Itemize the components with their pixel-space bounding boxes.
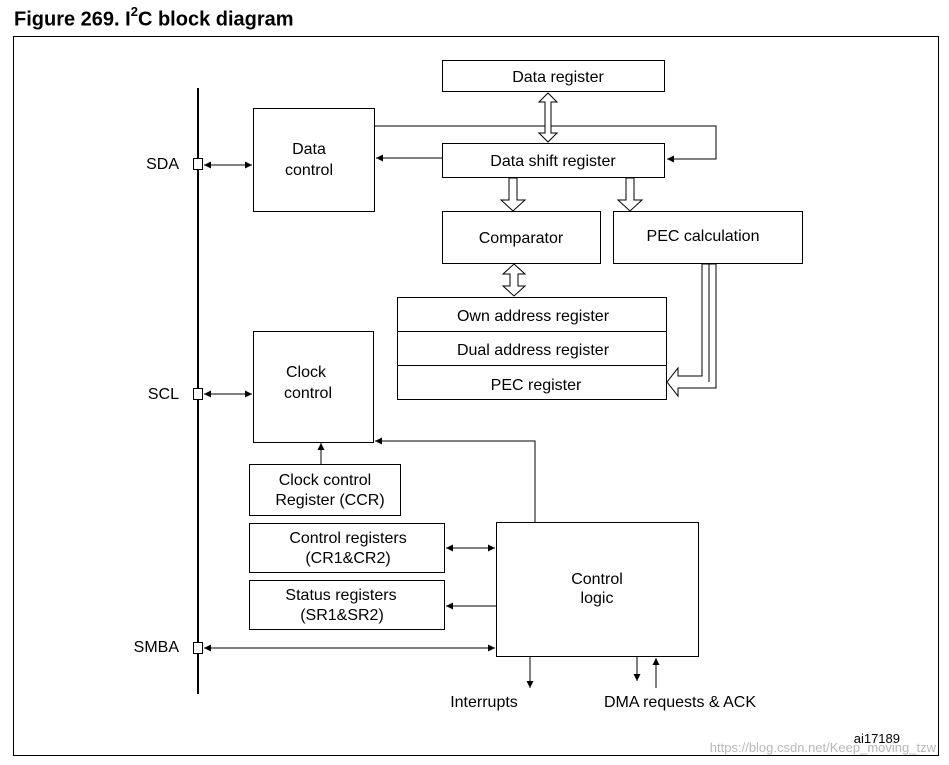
- pec-calculation-box: [613, 211, 803, 264]
- comparator-label: Comparator: [479, 230, 564, 247]
- figure-title: Figure 269. I2C block diagram: [14, 4, 294, 32]
- data-control-label-1: Data: [292, 141, 326, 158]
- data-register-box: [442, 60, 665, 92]
- control-logic-to-clock-control: [375, 437, 536, 522]
- clock-control-label-1: Clock: [286, 364, 327, 381]
- data-register-label: Data register: [512, 69, 604, 86]
- data-shift-register-label: Data shift register: [490, 153, 616, 170]
- control-logic-label-1: Control: [571, 571, 623, 588]
- control-registers-box: [249, 523, 445, 573]
- data-control-label-2: control: [285, 162, 333, 179]
- sda-pin: [193, 158, 203, 170]
- status-registers-label-1: Status registers: [285, 587, 396, 604]
- figure-frame: [13, 36, 939, 756]
- shift-to-comparator-arrow: [499, 177, 527, 212]
- data-shift-register-box: [442, 143, 665, 178]
- pec-register-label: PEC register: [491, 377, 582, 394]
- control-registers-label-2: (CR1&CR2): [305, 550, 390, 567]
- sda-label: SDA: [146, 156, 179, 173]
- title-superscript: 2: [130, 4, 138, 19]
- figure-code: ai17189: [854, 731, 900, 746]
- pec-calculation-label: PEC calculation: [647, 228, 760, 245]
- ccr-box: [249, 464, 401, 516]
- ccr-label-1: Clock control: [279, 472, 371, 489]
- comparator-box: [442, 211, 601, 264]
- status-registers-label-2: (SR1&SR2): [300, 607, 384, 624]
- dual-address-register-label: Dual address register: [457, 342, 610, 359]
- smba-label: SMBA: [134, 639, 180, 656]
- clock-control-box: [253, 331, 374, 443]
- title-post: C block diagram: [137, 8, 294, 31]
- control-registers-label-1: Control registers: [289, 530, 406, 547]
- own-address-register-label: Own address register: [457, 308, 610, 325]
- smba-pin: [193, 642, 203, 654]
- shift-to-pec-calc-arrow: [616, 177, 644, 212]
- pec-register-box: [397, 365, 667, 400]
- control-logic-label-2: logic: [581, 590, 614, 607]
- pec-calc-to-pec-register-arrow: [666, 263, 717, 398]
- figure-number: Figure 269.: [14, 8, 120, 31]
- dma-label: DMA requests & ACK: [604, 694, 756, 711]
- comparator-address-double-arrow: [501, 263, 527, 297]
- scl-label: SCL: [148, 386, 179, 403]
- interrupts-label: Interrupts: [450, 694, 518, 711]
- data-control-box: [253, 108, 375, 212]
- control-logic-box: [496, 522, 699, 657]
- watermark: https://blog.csdn.net/Keep_moving_tzw: [710, 740, 937, 755]
- dual-address-register-box: [397, 331, 667, 366]
- title-pre: I: [125, 8, 131, 31]
- own-address-register-box: [397, 297, 667, 332]
- status-registers-box: [249, 580, 445, 630]
- ccr-label-2: Register (CCR): [275, 492, 384, 509]
- data-register-shift-double-arrow: [537, 92, 559, 143]
- scl-pin: [193, 388, 203, 400]
- clock-control-label-2: control: [284, 385, 332, 402]
